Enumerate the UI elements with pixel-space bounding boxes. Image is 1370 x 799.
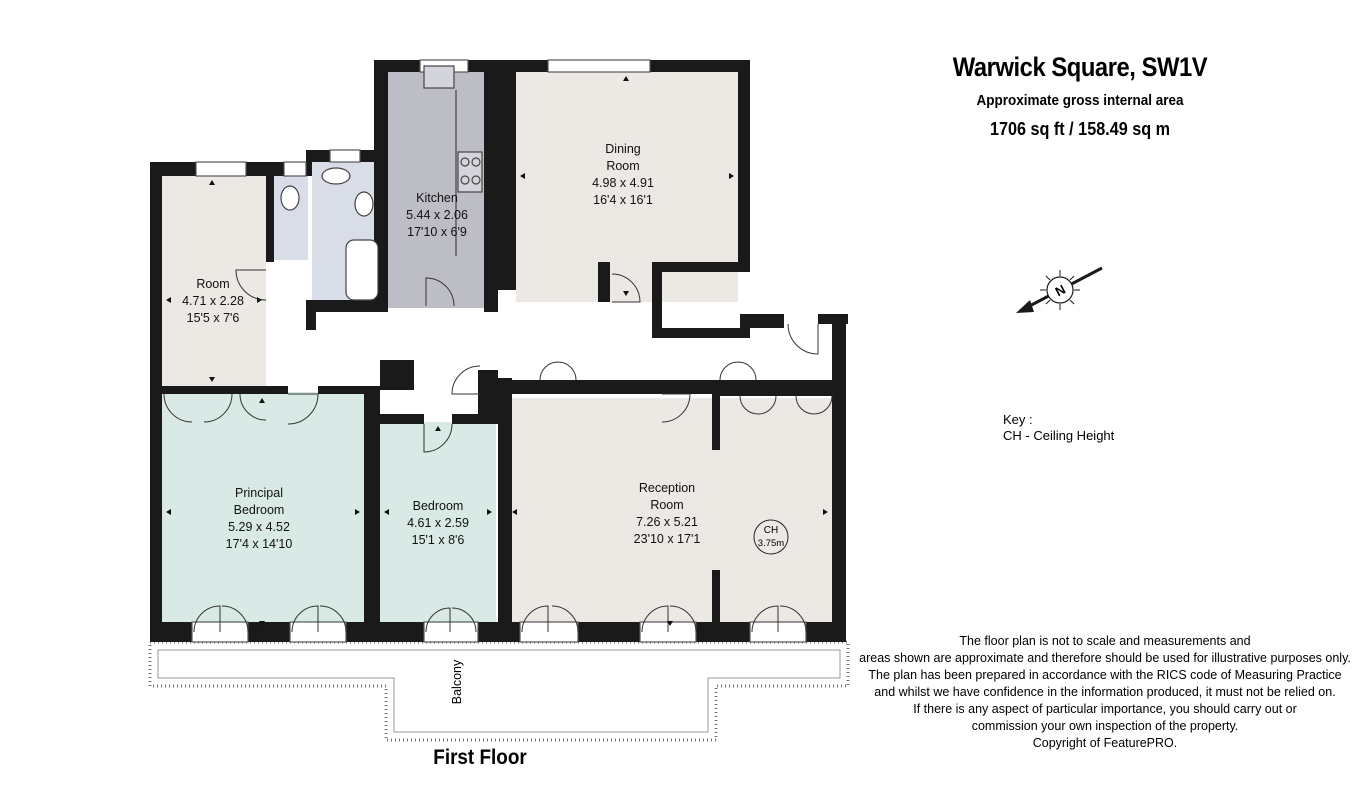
room-fill-bedroom	[380, 422, 496, 632]
room-label-reception: Reception Room 7.26 x 5.21 23'10 x 17'1	[634, 481, 701, 546]
kitchen-fittings	[423, 65, 483, 256]
room-fill-small-room	[162, 176, 266, 386]
reception-name-1: Reception	[639, 481, 695, 495]
bedroom-imperial: 15'1 x 8'6	[412, 533, 465, 547]
disclaimer-line: The plan has been prepared in accordance…	[868, 668, 1342, 682]
principal-name-1: Principal	[235, 486, 283, 500]
floor-label: First Floor	[433, 746, 527, 769]
key-heading: Key :	[1003, 412, 1033, 427]
door-swings	[163, 269, 833, 633]
compass-icon: N	[1016, 266, 1103, 313]
disclaimer-line: and whilst we have confidence in the inf…	[874, 685, 1336, 699]
disclaimer-line: If there is any aspect of particular imp…	[913, 702, 1297, 716]
principal-imperial: 17'4 x 14'10	[226, 537, 293, 551]
page-subtitle: Approximate gross internal area	[976, 92, 1184, 109]
ceiling-height-marker: CH 3.75m	[753, 519, 789, 555]
room-label-principal: Principal Bedroom 5.29 x 4.52 17'4 x 14'…	[226, 486, 293, 551]
dining-imperial: 16'4 x 16'1	[593, 193, 653, 207]
bathroom-fittings	[280, 167, 379, 301]
room-name: Room	[196, 277, 229, 291]
reception-name-2: Room	[650, 498, 683, 512]
room-label-dining: Dining Room 4.98 x 4.91 16'4 x 16'1	[592, 142, 654, 207]
balcony-outline	[148, 640, 850, 742]
key-legend: Key : CH - Ceiling Height	[1003, 412, 1114, 444]
room-fill-principal	[162, 392, 364, 632]
room-label-kitchen: Kitchen 5.44 x 2.06 17'10 x 6'9	[406, 191, 468, 239]
reception-imperial: 23'10 x 17'1	[634, 532, 701, 546]
balcony-label: Balcony	[450, 659, 464, 704]
page-title: Warwick Square, SW1V	[952, 52, 1208, 82]
kitchen-imperial: 17'10 x 6'9	[407, 225, 467, 239]
kitchen-metric: 5.44 x 2.06	[406, 208, 468, 222]
kitchen-name: Kitchen	[416, 191, 458, 205]
gross-area: 1706 sq ft / 158.49 sq m	[989, 119, 1171, 139]
dining-name-1: Dining	[605, 142, 640, 156]
disclaimer: The floor plan is not to scale and measu…	[850, 633, 1360, 752]
room-fill-reception	[508, 398, 832, 632]
principal-name-2: Bedroom	[234, 503, 285, 517]
key-entry: CH - Ceiling Height	[1003, 428, 1115, 443]
room-imperial: 15'5 x 7'6	[187, 311, 240, 325]
disclaimer-line: commission your own inspection of the pr…	[971, 719, 1239, 733]
room-metric: 4.71 x 2.28	[182, 294, 244, 308]
disclaimer-line: Copyright of FeaturePRO.	[1032, 736, 1178, 750]
dimension-markers	[166, 76, 828, 626]
disclaimer-line: The floor plan is not to scale and measu…	[959, 634, 1251, 648]
room-label-bedroom: Bedroom 4.61 x 2.59 15'1 x 8'6	[407, 499, 469, 547]
dining-name-2: Room	[606, 159, 639, 173]
bedroom-name: Bedroom	[413, 499, 464, 513]
room-label-room: Room 4.71 x 2.28 15'5 x 7'6	[182, 277, 244, 325]
bedroom-metric: 4.61 x 2.59	[407, 516, 469, 530]
ceiling-value: 3.75m	[758, 538, 784, 549]
principal-metric: 5.29 x 4.52	[228, 520, 290, 534]
reception-metric: 7.26 x 5.21	[636, 515, 698, 529]
disclaimer-line: areas shown are approximate and therefor…	[859, 651, 1351, 665]
dining-metric: 4.98 x 4.91	[592, 176, 654, 190]
ceiling-label: CH	[764, 525, 778, 536]
